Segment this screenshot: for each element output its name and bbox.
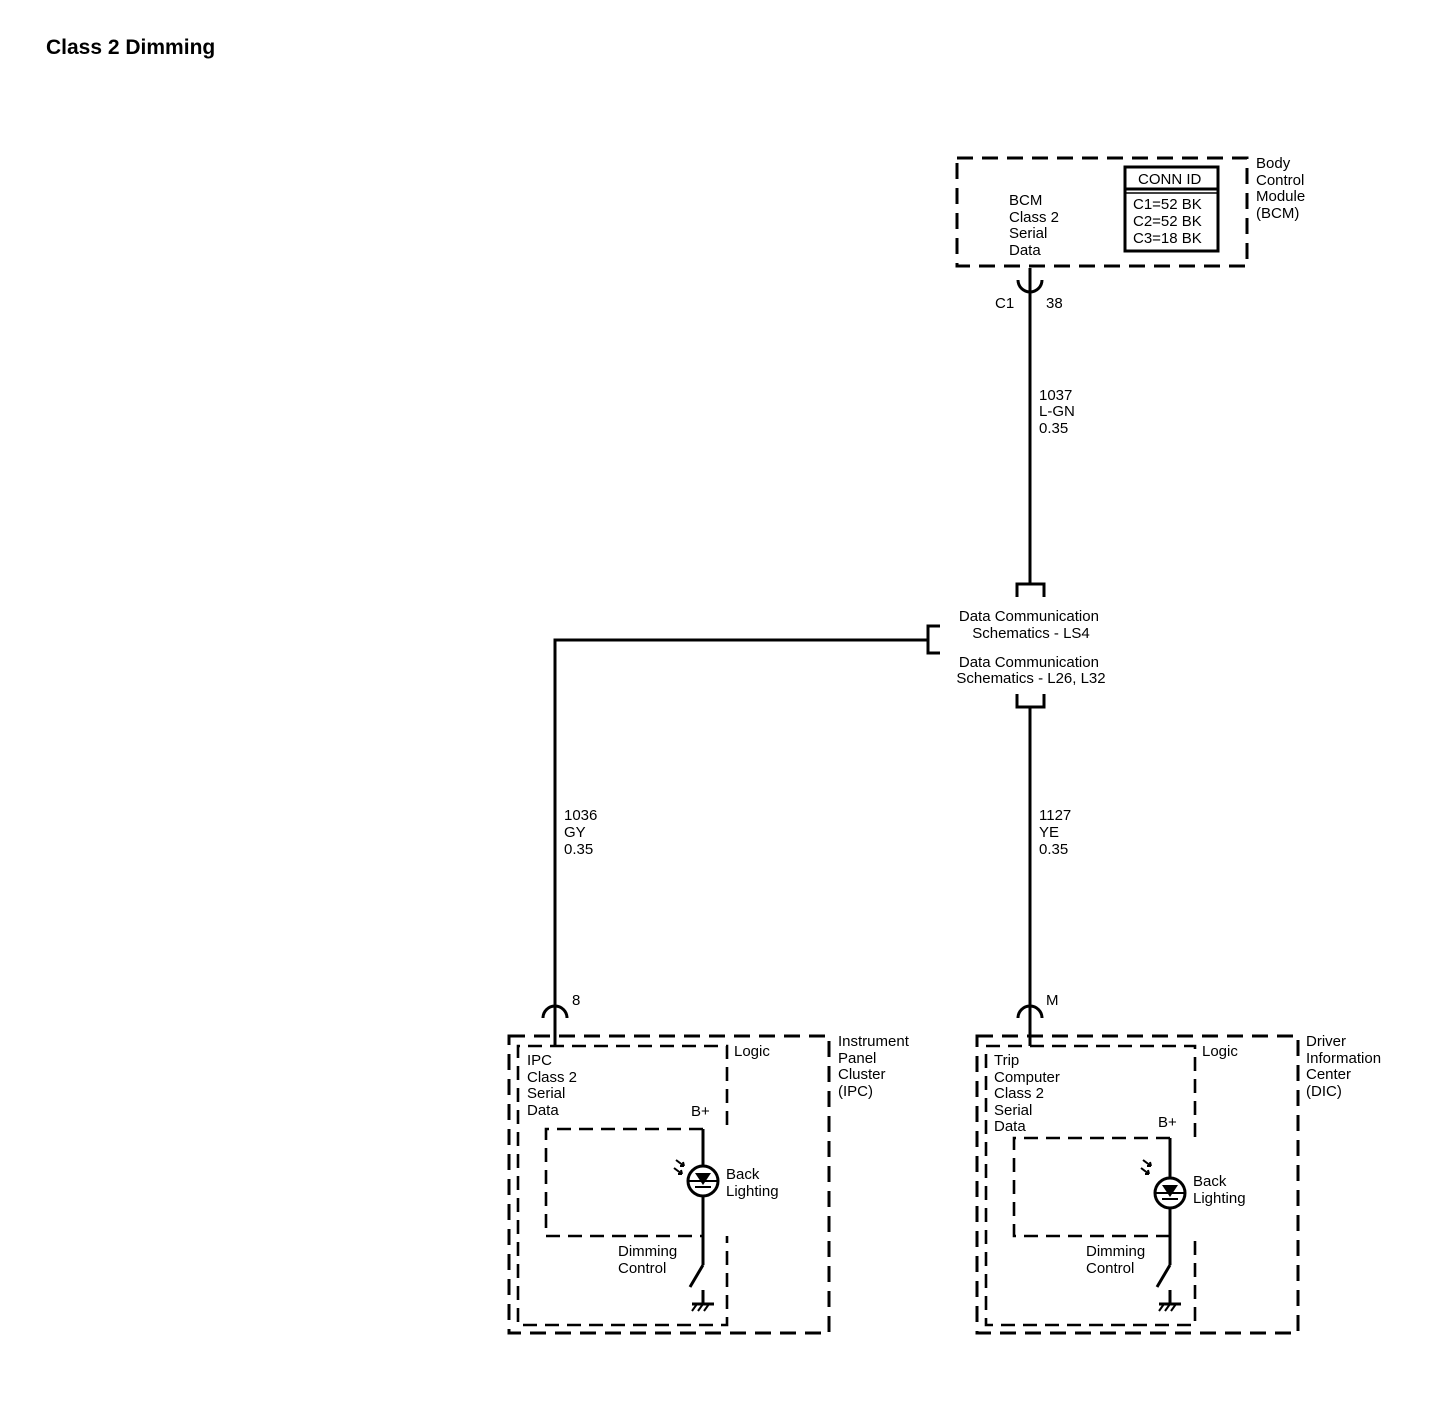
ipc-logic-label: Logic <box>734 1043 770 1060</box>
conn-id-header: CONN ID <box>1138 171 1202 188</box>
ipc-dimming-switch <box>688 1264 705 1288</box>
ipc-dimming-outline <box>544 1127 703 1238</box>
dic-logic-label: Logic <box>1202 1043 1238 1060</box>
dic-name: Driver Information Center (DIC) <box>1306 1033 1385 1100</box>
splice-ref-l26-l32: Data Communication Schematics - L26, L32 <box>956 654 1105 687</box>
splice-left-bracket <box>926 624 940 655</box>
ipc-bplus: B+ <box>691 1103 710 1120</box>
ipc-back-lighting-label: Back Lighting <box>726 1166 779 1200</box>
dic-ground-icon <box>1158 1302 1181 1312</box>
dic-logic-outline <box>984 1044 1197 1327</box>
ipc-back-lighting-lamp <box>673 1159 720 1198</box>
dic-bplus: B+ <box>1158 1114 1177 1131</box>
ipc-pin: 8 <box>572 992 580 1009</box>
dic-back-lighting-lamp <box>1140 1159 1187 1210</box>
conn-id-row: C2=52 BK <box>1133 213 1202 230</box>
diagram-title: Class 2 Dimming <box>46 36 215 59</box>
splice-top-bracket <box>1015 582 1046 597</box>
splice-ref-ls4: Data Communication Schematics - LS4 <box>959 608 1103 642</box>
dic-pin: M <box>1046 992 1059 1009</box>
wire-1037-label: 1037 L-GN 0.35 <box>1039 387 1079 437</box>
ipc-connector-symbol <box>541 1004 569 1019</box>
ipc-dimming-label: Dimming Control <box>618 1243 681 1277</box>
dic-back-lighting-label: Back Lighting <box>1193 1173 1246 1207</box>
bcm-pin: 38 <box>1046 295 1063 312</box>
ipc-name: Instrument Panel Cluster (IPC) <box>838 1033 913 1100</box>
dic-module-outline <box>975 1034 1300 1335</box>
splice-bottom-bracket <box>1015 694 1046 709</box>
conn-id-table: CONN ID C1=52 BK C2=52 BK C3=18 BK <box>1123 165 1220 253</box>
wire-1036-label: 1036 GY 0.35 <box>564 807 602 858</box>
dic-dimming-label: Dimming Control <box>1086 1243 1149 1277</box>
wire-1127-label: 1127 YE 0.35 <box>1039 807 1075 858</box>
dic-connector-symbol <box>1016 1004 1044 1019</box>
ipc-logic-outline <box>516 1044 729 1327</box>
conn-id-row: C1=52 BK <box>1133 196 1202 213</box>
ipc-function-label: IPC Class 2 Serial Data <box>527 1052 581 1119</box>
dic-function-label: Trip Computer Class 2 Serial Data <box>994 1052 1064 1135</box>
dic-dimming-switch <box>1155 1264 1172 1288</box>
ipc-ground-icon <box>691 1302 714 1312</box>
ipc-module-outline <box>507 1034 831 1335</box>
wire-1036 <box>553 638 928 1015</box>
dic-dimming-outline <box>1012 1136 1170 1238</box>
bcm-name: Body Control Module (BCM) <box>1256 155 1309 222</box>
conn-id-row: C3=18 BK <box>1133 230 1202 247</box>
bcm-function-label: BCM Class 2 Serial Data <box>1009 192 1063 259</box>
bcm-connector-id: C1 <box>995 295 1014 312</box>
